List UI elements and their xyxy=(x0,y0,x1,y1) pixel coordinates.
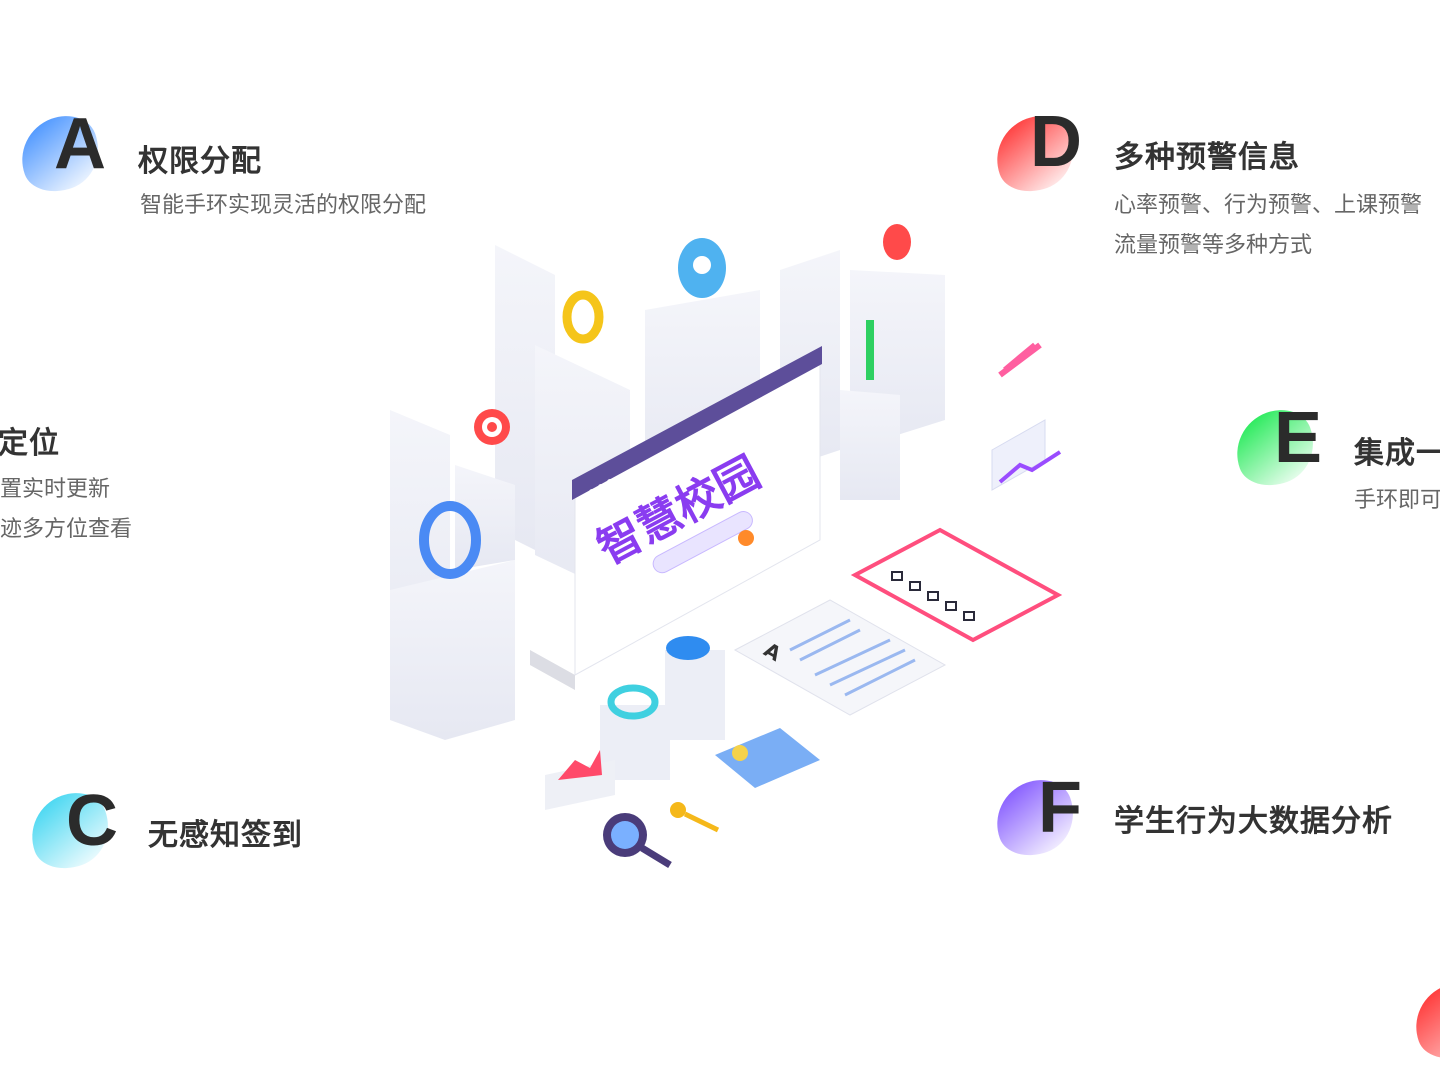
monitor: 智慧校园 xyxy=(530,346,822,690)
icons xyxy=(419,224,1062,579)
letter-f: F xyxy=(1038,768,1082,848)
small-blocks xyxy=(545,636,820,868)
letter-d: D xyxy=(1030,102,1082,182)
feature-desc-d-1: 心率预警、行为预警、上课预警 xyxy=(1114,193,1423,218)
document: A xyxy=(733,599,947,716)
feature-desc-b-2: 迹多方位查看 xyxy=(0,517,133,542)
letter-c: C xyxy=(66,781,118,861)
feature-desc-d-2: 流量预警等多种方式 xyxy=(1114,233,1313,258)
feature-title-d: 多种预警信息 xyxy=(1114,140,1300,175)
feature-desc-b-1: 置实时更新 xyxy=(0,477,111,502)
feature-title-c: 无感知签到 xyxy=(148,818,303,853)
feature-desc-a: 智能手环实现灵活的权限分配 xyxy=(140,193,427,218)
smart-campus-illustration: 智慧校园 A xyxy=(390,224,1063,868)
letter-e: E xyxy=(1274,398,1323,478)
feature-desc-e: 手环即可 xyxy=(1354,488,1440,513)
letter-a: A xyxy=(54,104,106,184)
feature-title-e: 集成一 xyxy=(1354,436,1440,471)
blob-next xyxy=(1404,973,1440,1069)
feature-title-a: 权限分配 xyxy=(138,144,262,179)
feature-title-f: 学生行为大数据分析 xyxy=(1114,804,1393,839)
clipboard xyxy=(850,527,1063,643)
feature-title-b: 定位 xyxy=(0,426,60,461)
